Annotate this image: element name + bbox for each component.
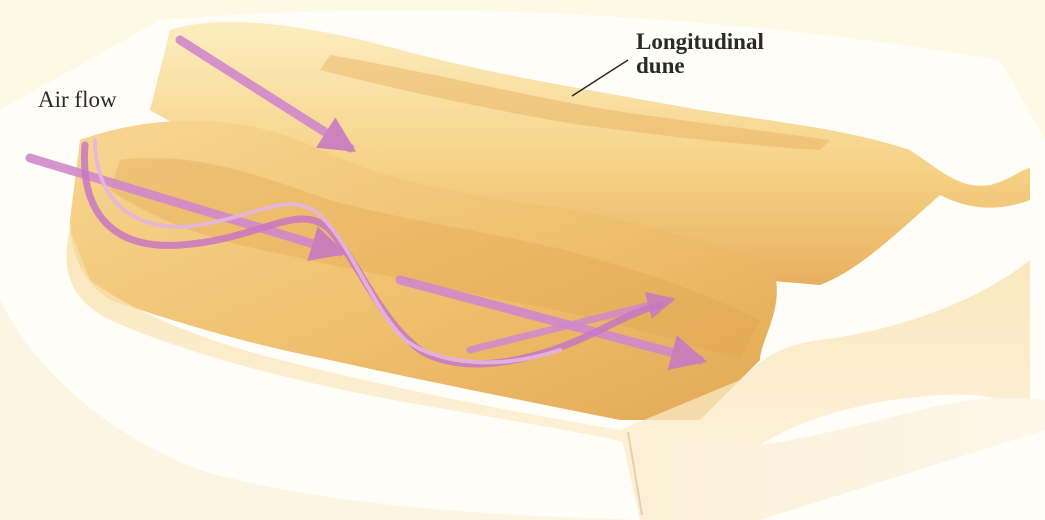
air-flow-label: Air flow bbox=[38, 88, 117, 112]
dune-label-line2: dune bbox=[636, 54, 764, 78]
longitudinal-dune-label: Longitudinal dune bbox=[636, 30, 764, 78]
dune-label-line1: Longitudinal bbox=[636, 30, 764, 54]
